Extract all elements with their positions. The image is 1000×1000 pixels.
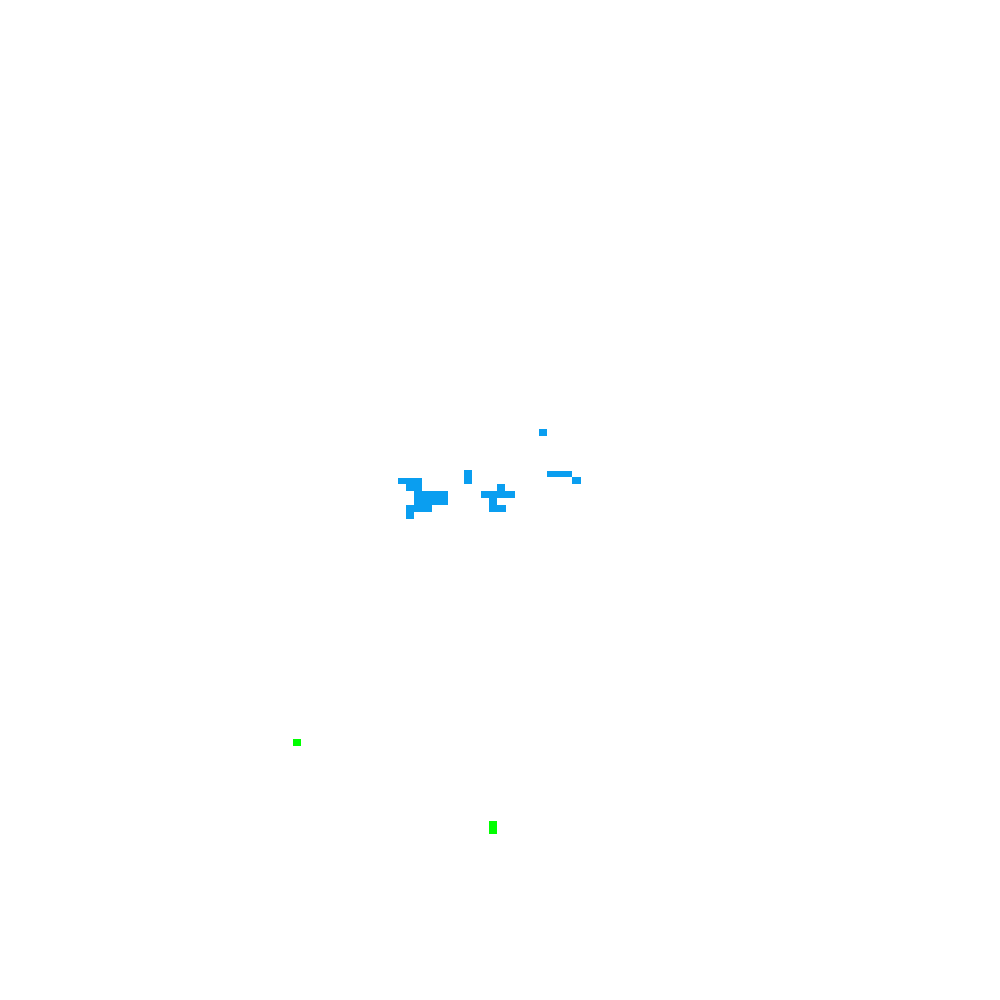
water-cell bbox=[406, 505, 414, 519]
water-cell bbox=[489, 505, 506, 512]
water-cell bbox=[414, 505, 432, 512]
water-cell bbox=[572, 477, 581, 484]
water-cell bbox=[489, 498, 497, 505]
water-cell bbox=[497, 484, 505, 491]
water-cell bbox=[464, 470, 472, 484]
water-cell bbox=[547, 471, 572, 477]
water-cell bbox=[481, 491, 515, 498]
agent-marker bbox=[489, 821, 497, 834]
water-cell bbox=[414, 491, 448, 505]
agent-marker bbox=[293, 739, 301, 746]
water-cell bbox=[539, 429, 547, 436]
water-cell bbox=[406, 478, 422, 491]
